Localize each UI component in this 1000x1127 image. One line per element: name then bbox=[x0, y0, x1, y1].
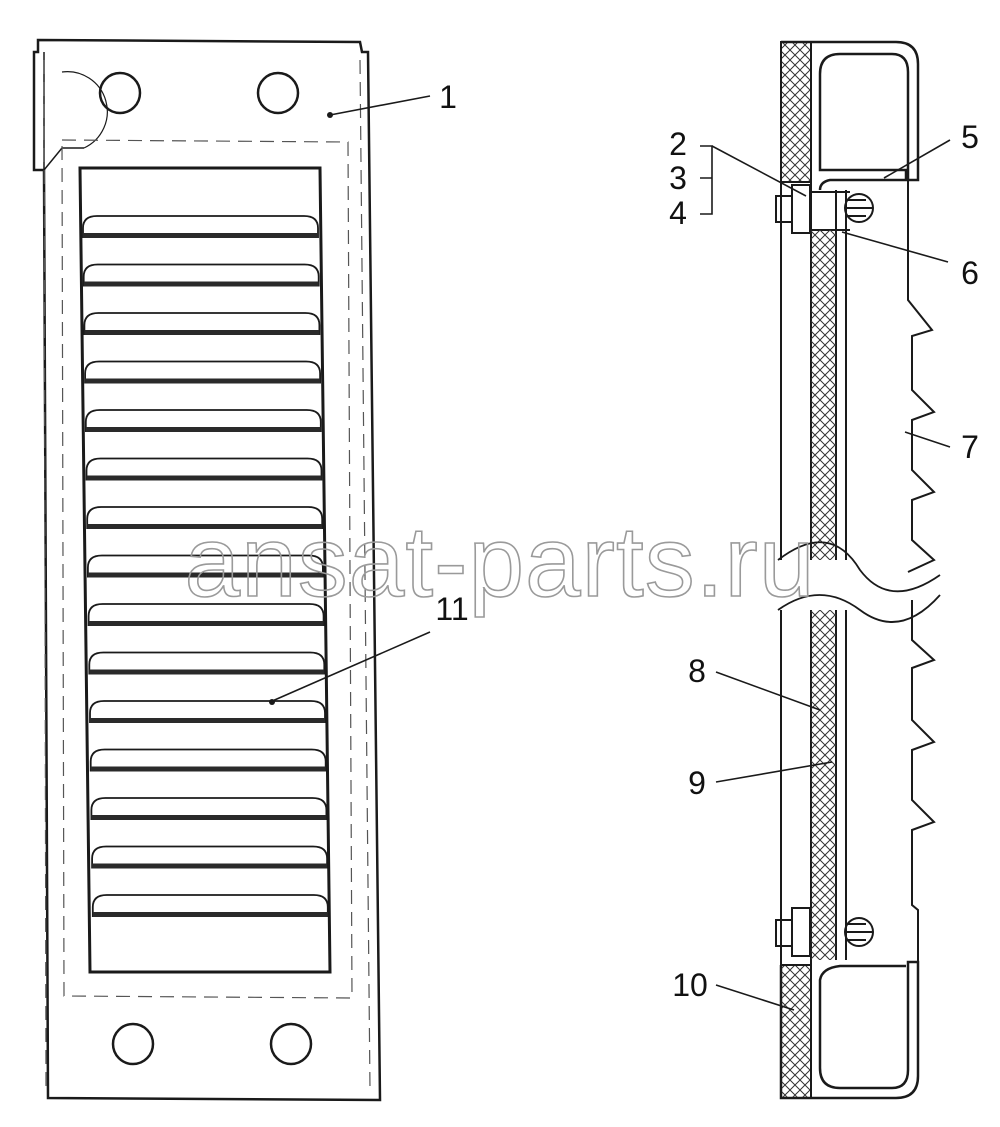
louver-slat bbox=[87, 554, 324, 578]
callout-9: 9 bbox=[688, 765, 706, 801]
louver-window bbox=[78, 166, 332, 974]
top-housing bbox=[781, 40, 920, 191]
louver-slat bbox=[91, 894, 329, 917]
louver-slat-edge bbox=[84, 330, 320, 335]
louver-slat bbox=[83, 312, 321, 335]
louver-slat bbox=[85, 457, 323, 481]
grille-fins-lower bbox=[911, 600, 936, 962]
mounting-hole-top-left bbox=[98, 71, 142, 115]
callout-8: 8 bbox=[688, 653, 706, 689]
callout-3: 3 bbox=[669, 160, 687, 196]
filter-layer-lower bbox=[811, 610, 836, 960]
louver-slat-edge bbox=[85, 378, 321, 384]
bottom-fastener bbox=[775, 907, 874, 957]
front-view bbox=[32, 38, 382, 1102]
louver-slat-edge bbox=[87, 524, 323, 529]
louver-slat bbox=[91, 845, 328, 869]
section-view bbox=[775, 40, 941, 1100]
louver-slat bbox=[86, 506, 324, 529]
corner-detail bbox=[43, 52, 84, 171]
callout-1: 1 bbox=[439, 79, 457, 115]
louver-slat bbox=[84, 360, 321, 384]
louver-slat bbox=[87, 603, 325, 626]
louver-slat-edge bbox=[88, 621, 324, 626]
callout-7: 7 bbox=[961, 429, 979, 465]
louver-slat-edge bbox=[92, 863, 328, 869]
callout-10: 10 bbox=[672, 967, 708, 1003]
corner-arc bbox=[61, 71, 108, 149]
louver-slat bbox=[84, 409, 322, 432]
callout-2: 2 bbox=[669, 126, 687, 162]
louver-slat-edge bbox=[91, 815, 327, 820]
front-plate-outline bbox=[32, 38, 382, 1102]
louver-slat bbox=[89, 700, 326, 723]
front-dashed-edges bbox=[43, 59, 371, 1091]
top-fastener bbox=[775, 184, 874, 234]
filter-layer-upper bbox=[811, 230, 836, 560]
mounting-hole-bottom-left bbox=[111, 1022, 155, 1066]
louver-slat-edge bbox=[87, 572, 323, 578]
louver-slat bbox=[82, 263, 320, 287]
callout-4: 4 bbox=[669, 195, 687, 231]
break-line bbox=[777, 541, 941, 623]
top-insulation bbox=[780, 41, 812, 183]
louver-slat bbox=[89, 748, 327, 772]
mounting-hole-top-right bbox=[256, 71, 300, 115]
louver-slat bbox=[90, 797, 328, 820]
callout-11: 11 bbox=[435, 591, 468, 627]
louver-slat-edge bbox=[86, 475, 322, 481]
louver-slat-edge bbox=[92, 912, 328, 917]
louver-slat-edge bbox=[89, 669, 325, 675]
louver-slat bbox=[82, 215, 319, 238]
callout-6: 6 bbox=[961, 255, 979, 291]
callout-5: 5 bbox=[961, 119, 979, 155]
louver-slat-edge bbox=[90, 766, 326, 772]
mounting-hole-bottom-right bbox=[269, 1022, 313, 1066]
louver-slat bbox=[88, 651, 326, 675]
leader-lines bbox=[269, 95, 951, 1011]
watermark-text: ansat-parts.ru bbox=[185, 506, 816, 618]
louver-slat-edge bbox=[83, 233, 318, 238]
louver-slats bbox=[82, 215, 329, 917]
louver-slat-edge bbox=[83, 281, 319, 287]
bottom-insulation bbox=[780, 964, 812, 1099]
grille-fins-upper bbox=[907, 180, 936, 573]
bottom-housing bbox=[779, 960, 920, 1100]
louver-slat-edge bbox=[85, 427, 321, 432]
louver-slat-edge bbox=[90, 718, 325, 723]
